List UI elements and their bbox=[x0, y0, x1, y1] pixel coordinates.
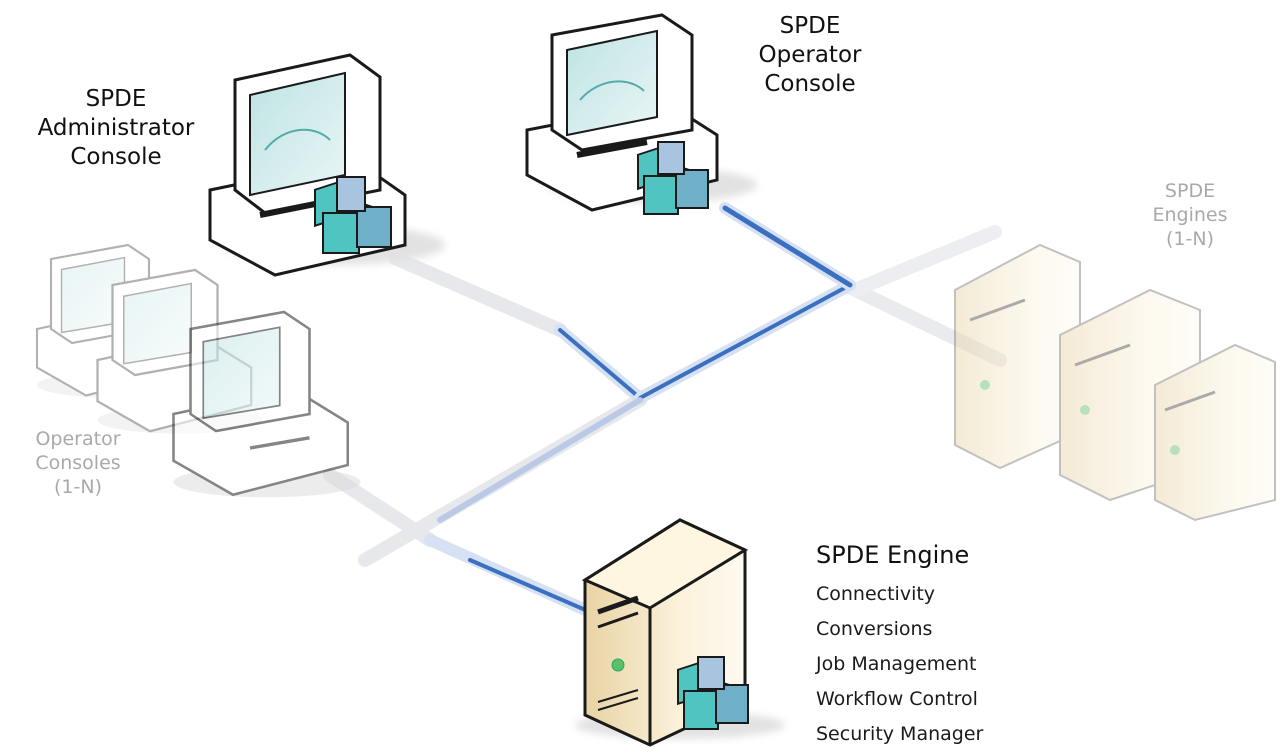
link-operator-console-core bbox=[722, 205, 853, 288]
operator-console-label: SPDE Operator Console bbox=[705, 12, 915, 98]
engine-description: SPDE Engine Connectivity Conversions Job… bbox=[816, 541, 1116, 752]
operator-console-label-line: SPDE bbox=[779, 13, 841, 39]
operator-consoles-label-line: Consoles bbox=[35, 451, 121, 474]
operator-module-cube-icon bbox=[637, 141, 709, 215]
link-backbone-lower bbox=[437, 397, 643, 523]
operator-console-front bbox=[172, 310, 361, 498]
operator-consoles-label-line: Operator bbox=[35, 428, 121, 450]
engine-feature-item: Workflow Control bbox=[816, 688, 978, 710]
operator-console-label-line: Operator bbox=[758, 41, 862, 68]
operator-console-label-line: Console bbox=[764, 70, 856, 97]
engines-servers-group bbox=[954, 243, 1276, 522]
link-backbone-upper-faded bbox=[848, 225, 1002, 297]
admin-console-label-line: Console bbox=[70, 143, 162, 170]
engines-label-line: Engines bbox=[1152, 203, 1228, 226]
engine-server-main-icon bbox=[575, 518, 785, 747]
link-engine-core bbox=[468, 558, 592, 614]
operator-consoles-label-line: (1-N) bbox=[54, 475, 102, 498]
admin-console-label: SPDE Administrator Console bbox=[2, 85, 230, 171]
link-backbone-core bbox=[638, 283, 852, 400]
engines-label-line: (1-N) bbox=[1166, 227, 1214, 250]
admin-module-cube-icon bbox=[314, 176, 392, 254]
admin-console-label-line: Administrator bbox=[37, 114, 195, 141]
engine-feature-item: Job Management bbox=[816, 653, 977, 675]
engine-server-icon bbox=[1154, 343, 1276, 522]
connection-network bbox=[323, 202, 1007, 618]
engines-label-line: SPDE bbox=[1164, 180, 1216, 202]
engine-feature-item: Connectivity bbox=[816, 583, 936, 605]
admin-console-label-line: SPDE bbox=[85, 86, 147, 112]
operator-consoles-label: Operator Consoles (1-N) bbox=[8, 428, 148, 499]
engines-label: SPDE Engines (1-N) bbox=[1130, 180, 1250, 251]
link-admin-console-core bbox=[558, 328, 642, 400]
engine-module-cube-icon bbox=[677, 656, 749, 730]
link-admin-faded bbox=[388, 251, 567, 337]
engine-feature-item: Conversions bbox=[816, 618, 933, 640]
engine-feature-list: Connectivity Conversions Job Management … bbox=[816, 577, 1116, 752]
engine-feature-item: Security Manager bbox=[816, 723, 984, 745]
engine-title: SPDE Engine bbox=[816, 541, 970, 569]
